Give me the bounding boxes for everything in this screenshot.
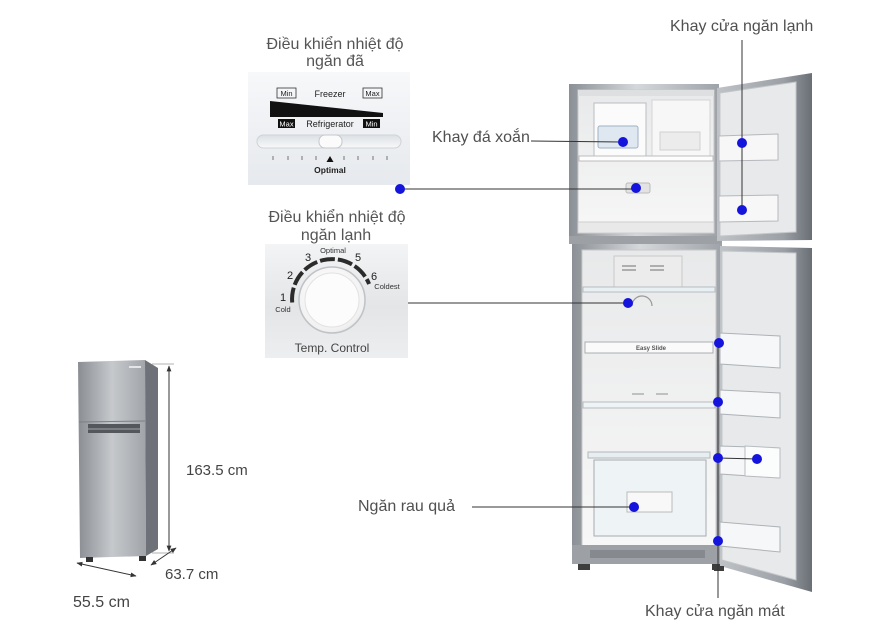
optimal-pointer-icon bbox=[326, 156, 334, 162]
dot-freezer-control-panel bbox=[395, 184, 405, 194]
easy-slide-shelf bbox=[584, 341, 714, 354]
mini-fridge-door-split bbox=[78, 420, 146, 423]
dial-caption-optimal: Optimal bbox=[320, 246, 346, 255]
fridge-control-panel: 1 Cold 2 3 Optimal 5 6 Coldest Temp. Con… bbox=[265, 244, 408, 358]
crisper-cover-shelf bbox=[587, 451, 711, 459]
height-dimension-label: 163.5 cm bbox=[186, 462, 248, 479]
leader-twist-ice-tray bbox=[530, 140, 622, 143]
dial-caption-coldest: Coldest bbox=[374, 282, 400, 291]
freezer-door-bin-lower bbox=[718, 194, 779, 223]
dial-mark-3: 3 bbox=[305, 252, 311, 264]
slider-thumb bbox=[318, 134, 343, 149]
temp-control-label: Temp. Control bbox=[295, 341, 370, 355]
fridge-door-bottle-holder bbox=[744, 445, 781, 479]
depth-dimension-label: 63.7 cm bbox=[165, 566, 219, 583]
twist-ice-tray bbox=[597, 125, 639, 149]
dial-knob-center bbox=[304, 272, 360, 328]
dial-caption-cold: Cold bbox=[275, 305, 290, 314]
dot-fridge-door-bin-3 bbox=[713, 453, 723, 463]
dot-vegetable-drawer bbox=[629, 502, 639, 512]
mini-fridge-front bbox=[78, 360, 146, 558]
dot-twist-ice-tray bbox=[618, 137, 628, 147]
freezer-min-box bbox=[276, 87, 297, 99]
width-dimension-label: 55.5 cm bbox=[73, 594, 130, 611]
mini-fridge-foot-left bbox=[86, 557, 93, 562]
callout-leader-lines bbox=[400, 40, 758, 598]
dial-mark-6: 6 bbox=[371, 271, 377, 283]
freezer-scale-label: Freezer bbox=[314, 89, 345, 99]
freezer-max-box bbox=[362, 87, 383, 99]
fridge-control-title-line1: Điều khiển nhiệt độ bbox=[268, 209, 406, 226]
freezer-shelf bbox=[578, 155, 714, 162]
callout-dots bbox=[395, 137, 762, 546]
mini-fridge-foot-right bbox=[139, 556, 146, 561]
fridge-door-tray-label: Khay cửa ngăn mát bbox=[645, 603, 785, 620]
freezer-control-title-line2: ngăn đã bbox=[306, 53, 364, 70]
mini-fridge-logo bbox=[129, 366, 141, 368]
optimal-label: Optimal bbox=[314, 165, 346, 175]
freezer-door-tray-label: Khay cửa ngăn lạnh bbox=[670, 18, 814, 35]
fridge-min-box bbox=[363, 119, 380, 128]
easy-slide-label: Easy Slide bbox=[636, 346, 667, 352]
dimension-lines bbox=[76, 363, 177, 578]
fridge-max-label: Max bbox=[279, 120, 293, 129]
depth-dimension-line bbox=[150, 547, 177, 566]
fridge-control-housing bbox=[613, 255, 683, 289]
dot-freezer-control-target bbox=[631, 183, 641, 193]
dot-fridge-door-bin-4 bbox=[713, 536, 723, 546]
freezer-control-title-line1: Điều khiển nhiệt độ bbox=[266, 36, 404, 53]
dial-mark-5: 5 bbox=[355, 252, 361, 264]
slider-tick-marks bbox=[272, 156, 388, 160]
mini-fridge-illustration bbox=[78, 360, 158, 562]
dot-bottle-holder bbox=[752, 454, 762, 464]
dial-scale-arc bbox=[290, 257, 371, 303]
mini-fridge-side bbox=[145, 360, 158, 556]
freezer-ceiling bbox=[578, 90, 714, 96]
freezer-floor bbox=[577, 221, 715, 234]
dot-freezer-door-bin-lower bbox=[737, 205, 747, 215]
freezer-max-label: Max bbox=[365, 89, 379, 98]
freezer-ice-bin bbox=[659, 131, 701, 151]
freezer-control-panel: Min Freezer Max Max Refrigerator Min Opt… bbox=[248, 72, 410, 185]
dial-mark-2: 2 bbox=[287, 270, 293, 282]
freezer-door-bin-upper bbox=[718, 133, 779, 162]
dot-fridge-door-bin-2 bbox=[713, 397, 723, 407]
fridge-middle-shelf bbox=[582, 401, 716, 409]
fridge-door-foot bbox=[714, 566, 724, 571]
dot-fridge-control-target bbox=[623, 298, 633, 308]
fridge-top-shelf bbox=[582, 286, 716, 293]
freezer-min-label: Min bbox=[280, 89, 292, 98]
fridge-max-box bbox=[278, 119, 295, 128]
width-dimension-line bbox=[76, 561, 137, 578]
compartment-divider bbox=[569, 236, 722, 244]
fridge-min-label: Min bbox=[365, 120, 377, 129]
dot-fridge-door-bin-1 bbox=[714, 338, 724, 348]
temperature-wedge-indicator bbox=[270, 101, 383, 117]
refrigerator-scale-label: Refrigerator bbox=[306, 119, 354, 129]
freezer-panel-background bbox=[248, 72, 410, 185]
fridge-vent-marks bbox=[622, 265, 664, 271]
dot-freezer-door-bin-upper bbox=[737, 138, 747, 148]
fridge-base-grille bbox=[590, 550, 705, 558]
twist-ice-tray-label: Khay đá xoắn bbox=[432, 129, 530, 146]
fridge-foot-left bbox=[578, 564, 590, 570]
open-fridge-illustration: Easy Slide bbox=[569, 73, 812, 592]
fridge-control-title-line2: ngăn lạnh bbox=[300, 227, 372, 244]
mini-fridge-handle-highlight bbox=[88, 428, 140, 430]
fridge-door-bin-1 bbox=[719, 332, 781, 369]
vegetable-drawer-label: Ngăn rau quả bbox=[358, 498, 455, 515]
fridge-door-bin-2 bbox=[719, 389, 781, 419]
leader-bottle-holder bbox=[717, 457, 758, 460]
dial-mark-1: 1 bbox=[280, 292, 286, 304]
